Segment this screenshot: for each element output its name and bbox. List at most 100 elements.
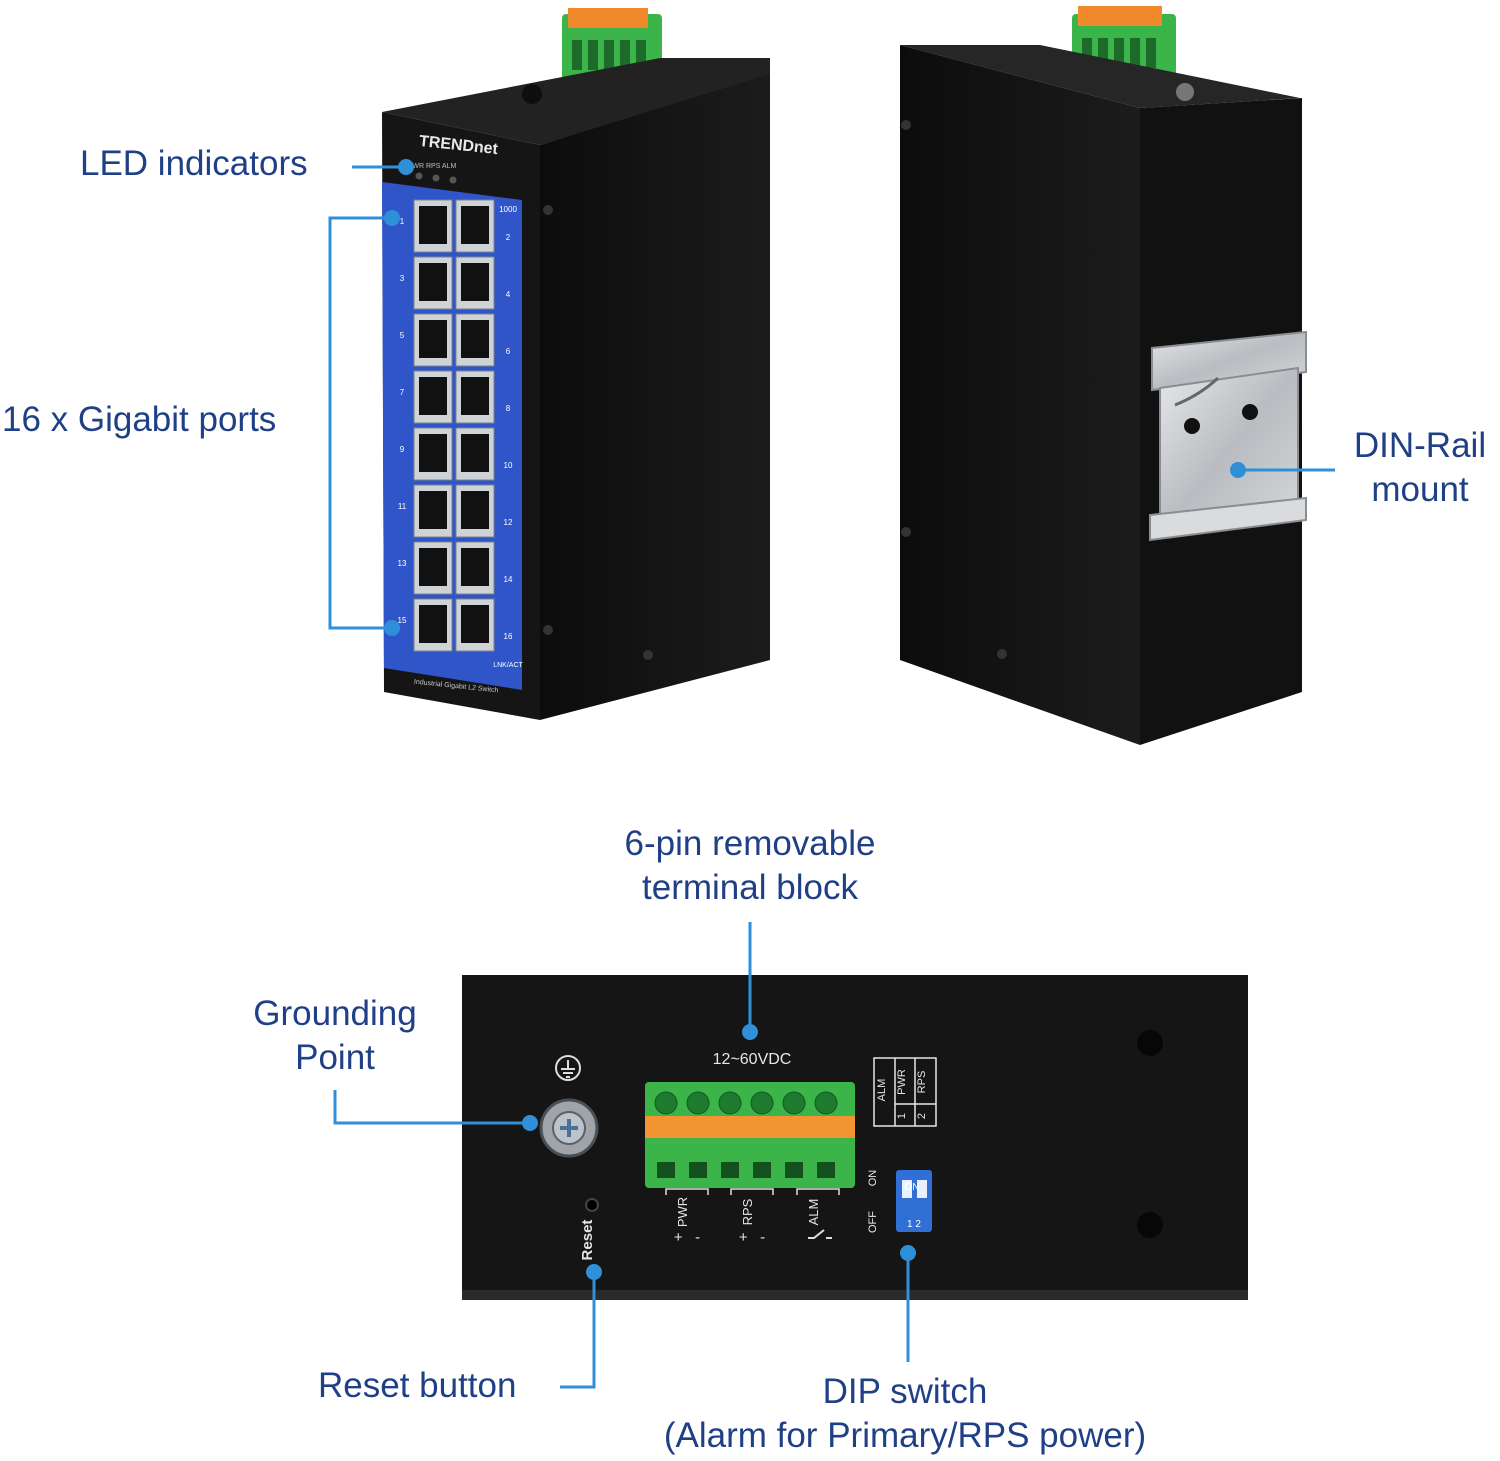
port-number-left: 9 xyxy=(400,445,405,454)
callout-led-indicators: LED indicators xyxy=(80,144,308,183)
terminal-block xyxy=(645,1082,855,1188)
svg-text:RPS: RPS xyxy=(916,1071,928,1094)
port-number-left: 1 xyxy=(400,217,405,226)
callout-din-rail-line1: DIN-Rail xyxy=(1353,426,1487,465)
port-number-right: 10 xyxy=(504,461,513,470)
svg-text:2: 2 xyxy=(916,1113,928,1119)
port-number-left: 7 xyxy=(400,388,405,397)
alm-label: ALM xyxy=(806,1199,821,1226)
callout-grounding-line2: Point xyxy=(295,1038,375,1077)
callout-terminal-line2: terminal block xyxy=(642,868,858,907)
switch-front-view: TRENDnet PWR RPS ALM 1234567891011121314… xyxy=(382,8,770,720)
rj45-port-opening xyxy=(419,377,447,415)
rj45-port-opening xyxy=(461,320,489,358)
mount-hole-icon xyxy=(1137,1030,1163,1056)
terminal-block-top-left xyxy=(562,8,662,90)
callout-din-rail-line2: mount xyxy=(1371,470,1469,509)
port-number-left: 11 xyxy=(398,502,407,511)
port-number-right: 16 xyxy=(504,632,513,641)
terminal-screw-icon xyxy=(782,1091,806,1115)
callout-dip-line1: DIP switch xyxy=(822,1372,988,1411)
port-number-left: 15 xyxy=(398,616,407,625)
callout-grounding-point: Grounding Point xyxy=(230,992,440,1080)
switch-top-panel-view: Reset 12~60VDC PWR RPS ALM + - + - ALM xyxy=(462,975,1248,1300)
ground-symbol-icon xyxy=(555,1055,581,1081)
pwr-label: PWR xyxy=(675,1197,690,1227)
terminal-screw-icon xyxy=(750,1091,774,1115)
terminal-screw-icon xyxy=(686,1091,710,1115)
speed-label: 1000 xyxy=(499,205,517,214)
rj45-port-opening xyxy=(461,605,489,643)
din-rail-bracket xyxy=(1149,330,1307,542)
rj45-port-opening xyxy=(419,434,447,472)
callout-reset-button: Reset button xyxy=(318,1366,517,1405)
terminal-wire-slot xyxy=(817,1162,835,1178)
terminal-wire-slot xyxy=(785,1162,803,1178)
led-alm xyxy=(449,176,457,184)
svg-text:PWR: PWR xyxy=(896,1069,908,1095)
rj45-port-opening xyxy=(461,491,489,529)
rj45-port-opening xyxy=(461,206,489,244)
terminal-wire-slot xyxy=(689,1162,707,1178)
svg-text:1 2: 1 2 xyxy=(907,1219,921,1230)
port-number-right: 6 xyxy=(506,347,511,356)
callout-grounding-line1: Grounding xyxy=(253,994,417,1033)
callout-dip-switch: DIP switch (Alarm for Primary/RPS power) xyxy=(620,1370,1190,1458)
dip-off-label: OFF xyxy=(867,1211,879,1233)
rj45-port-opening xyxy=(461,263,489,301)
alarm-relay-symbol-icon xyxy=(808,1229,832,1239)
svg-text:ALM: ALM xyxy=(876,1079,888,1102)
voltage-label: 12~60VDC xyxy=(713,1051,792,1068)
terminal-screw-icon xyxy=(718,1091,742,1115)
port-number-left: 5 xyxy=(400,331,405,340)
port-number-right: 2 xyxy=(506,233,511,242)
callout-terminal-line1: 6-pin removable xyxy=(624,824,876,863)
rj45-port-opening xyxy=(419,548,447,586)
rj45-port-opening xyxy=(461,434,489,472)
reset-label: Reset xyxy=(579,1220,596,1261)
leader-lines xyxy=(328,165,1335,1389)
port-number-left: 13 xyxy=(398,559,407,568)
rj45-port-opening xyxy=(419,206,447,244)
mount-hole-icon xyxy=(1137,1212,1163,1238)
callout-din-rail: DIN-Rail mount xyxy=(1340,424,1500,512)
port-number-right: 8 xyxy=(506,404,511,413)
rj45-port-opening xyxy=(419,605,447,643)
rj45-port-opening xyxy=(419,263,447,301)
dip-on-label: ON xyxy=(867,1170,879,1187)
terminal-wire-slot xyxy=(721,1162,739,1178)
led-labels: PWR RPS ALM xyxy=(408,163,457,170)
svg-text:1: 1 xyxy=(896,1113,908,1119)
dip-legend-table: ALM PWR RPS 1 2 xyxy=(873,1057,937,1127)
callout-dip-line2: (Alarm for Primary/RPS power) xyxy=(663,1416,1147,1455)
terminal-wire-slot xyxy=(657,1162,675,1178)
rps-polarity: + - xyxy=(739,1229,765,1246)
svg-text:ON: ON xyxy=(905,1182,920,1193)
terminal-screw-icon xyxy=(814,1091,838,1115)
dip-switch[interactable]: ON 1 2 xyxy=(896,1170,932,1232)
grounding-screw-icon xyxy=(539,1098,599,1158)
rj45-port-opening xyxy=(461,377,489,415)
pwr-polarity: + - xyxy=(674,1229,700,1246)
terminal-group-labels: PWR RPS ALM + - + - xyxy=(665,1188,840,1246)
port-number-left: 3 xyxy=(400,274,405,283)
rj45-port-opening xyxy=(461,548,489,586)
port-number-right: 14 xyxy=(504,575,513,584)
switch-rear-view xyxy=(900,6,1307,745)
callout-gigabit-ports: 16 x Gigabit ports xyxy=(2,400,277,439)
rps-label: RPS xyxy=(740,1198,755,1225)
terminal-wire-slot xyxy=(753,1162,771,1178)
rj45-port-opening xyxy=(419,320,447,358)
link-label: LNK/ACT xyxy=(493,662,523,669)
reset-button[interactable] xyxy=(585,1198,599,1212)
rj45-port-opening xyxy=(419,491,447,529)
port-number-right: 4 xyxy=(506,290,511,299)
led-pwr xyxy=(415,172,423,180)
callout-terminal-block: 6-pin removable terminal block xyxy=(560,822,940,910)
led-rps xyxy=(432,174,440,182)
port-number-right: 12 xyxy=(504,518,513,527)
terminal-screw-icon xyxy=(654,1091,678,1115)
leader-dots xyxy=(384,159,1246,1280)
